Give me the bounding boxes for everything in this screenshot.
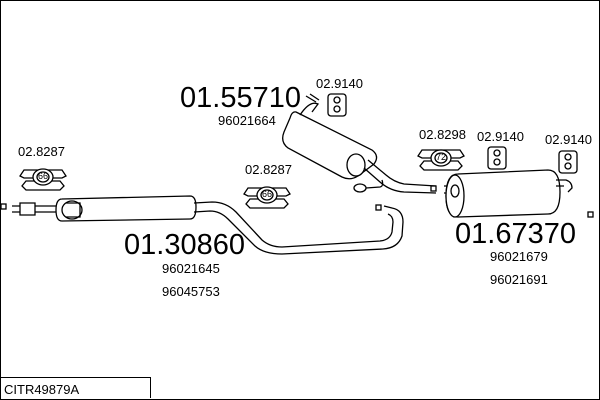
rear-ref-1: 96021679 [490, 249, 548, 264]
rear-mount-2-number[interactable]: 02.9140 [545, 132, 592, 147]
center-mount-number[interactable]: 02.9140 [316, 76, 363, 91]
diagram-id-box: CITR49879A [0, 377, 151, 398]
clamp-front-icon[interactable] [19, 168, 67, 191]
end-marker-center [430, 185, 437, 192]
front-ref-2: 96045753 [162, 284, 220, 299]
rear-clamp-number[interactable]: 02.8298 [419, 127, 466, 142]
rubber-mount-rear-1-icon[interactable] [487, 146, 507, 170]
diagram-id: CITR49879A [4, 382, 80, 397]
end-marker-right [587, 211, 594, 218]
front-clamp-number[interactable]: 02.8287 [18, 144, 65, 159]
rear-silencer-part[interactable] [444, 169, 573, 218]
center-ref: 96021664 [218, 113, 276, 128]
end-marker-middle [375, 204, 382, 211]
front-part-number[interactable]: 01.30860 [124, 229, 245, 261]
rubber-mount-center-icon[interactable] [327, 93, 347, 117]
middle-clamp-number[interactable]: 02.8287 [245, 162, 292, 177]
end-marker-left [0, 203, 7, 210]
center-silencer-part[interactable] [282, 93, 437, 194]
clamp-rear-badge: 72 [436, 152, 447, 162]
clamp-front-badge: 66 [38, 171, 49, 181]
center-part-number[interactable]: 01.55710 [180, 82, 301, 114]
clamp-middle-icon[interactable] [243, 186, 291, 209]
front-ref-1: 96021645 [162, 261, 220, 276]
clamp-rear-icon[interactable] [417, 149, 465, 171]
rear-ref-2: 96021691 [490, 272, 548, 287]
front-silencer-part[interactable] [12, 195, 197, 222]
rear-mount-1-number[interactable]: 02.9140 [477, 129, 524, 144]
rubber-mount-rear-2-icon[interactable] [558, 150, 578, 174]
clamp-middle-badge: 66 [262, 189, 273, 199]
rear-part-number[interactable]: 01.67370 [455, 218, 576, 250]
middle-pipe-part[interactable] [193, 201, 404, 255]
